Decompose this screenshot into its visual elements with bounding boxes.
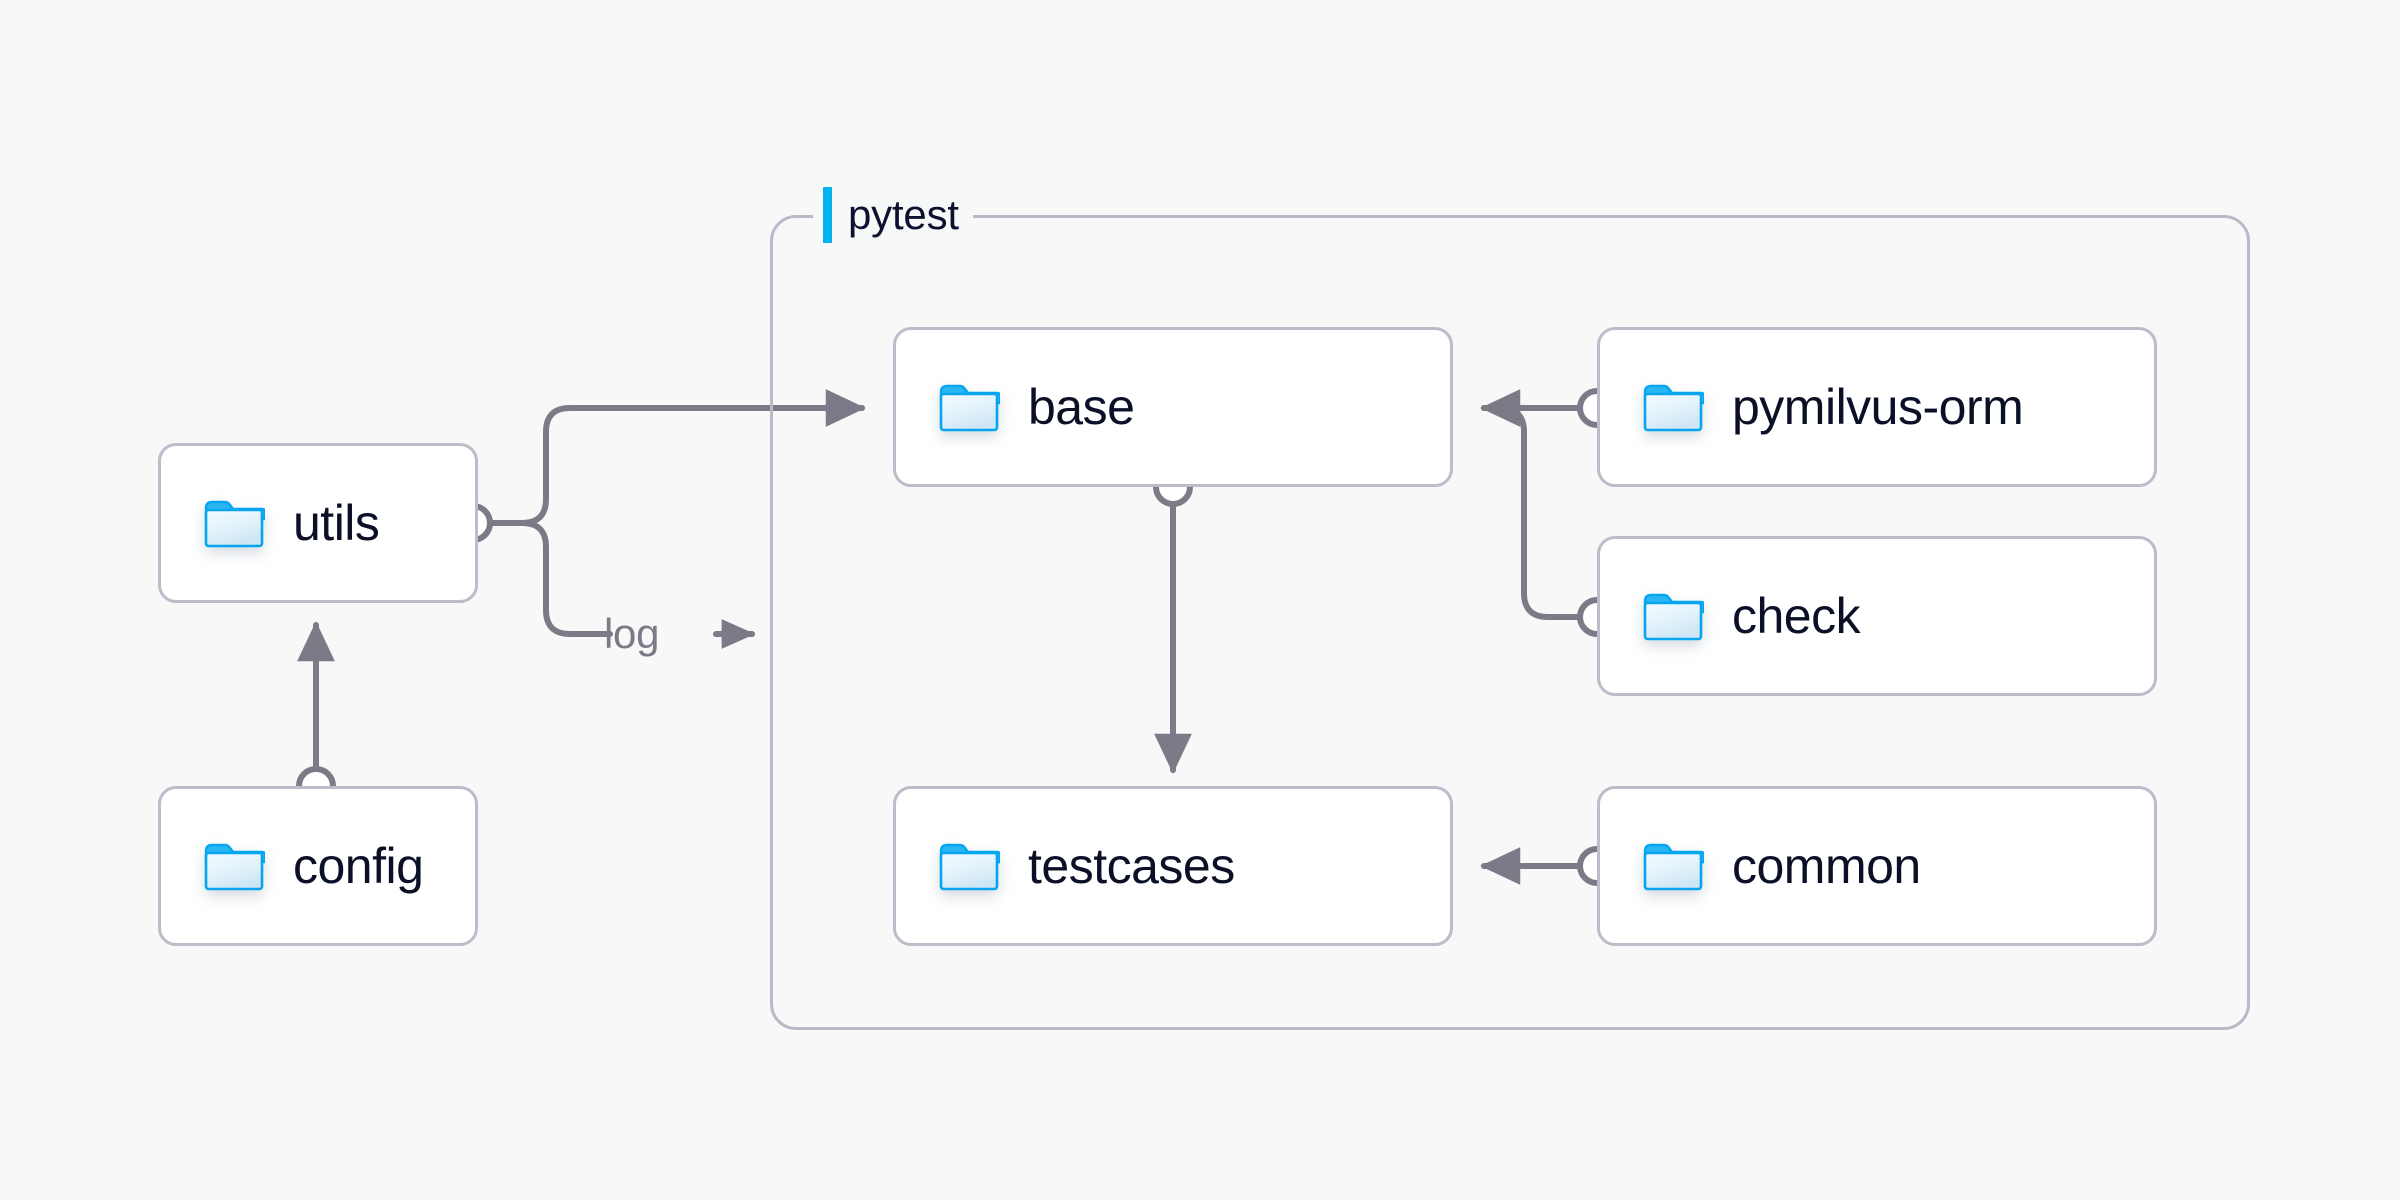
folder-icon bbox=[938, 381, 1000, 433]
folder-icon bbox=[203, 497, 265, 549]
node-config[interactable]: config bbox=[158, 786, 478, 946]
folder-icon bbox=[938, 840, 1000, 892]
node-pymilvus-orm[interactable]: pymilvus-orm bbox=[1597, 327, 2157, 487]
folder-icon bbox=[1642, 840, 1704, 892]
node-utils-label: utils bbox=[293, 495, 380, 551]
group-pytest-title: pytest bbox=[848, 191, 959, 238]
folder-icon bbox=[203, 840, 265, 892]
node-base-label: base bbox=[1028, 379, 1135, 435]
node-check[interactable]: check bbox=[1597, 536, 2157, 696]
group-pytest[interactable] bbox=[770, 215, 2250, 1030]
group-pytest-label: pytest bbox=[813, 187, 973, 243]
accent-bar-icon bbox=[823, 187, 832, 243]
node-pymilvus-orm-label: pymilvus-orm bbox=[1732, 379, 2024, 435]
edge-label-log: log bbox=[604, 610, 660, 657]
node-common-label: common bbox=[1732, 838, 1921, 894]
edge-utils-to-pytest-log bbox=[485, 520, 613, 637]
node-testcases[interactable]: testcases bbox=[893, 786, 1453, 946]
node-base[interactable]: base bbox=[893, 327, 1453, 487]
node-common[interactable]: common bbox=[1597, 786, 2157, 946]
folder-icon bbox=[1642, 590, 1704, 642]
node-utils[interactable]: utils bbox=[158, 443, 478, 603]
node-testcases-label: testcases bbox=[1028, 838, 1235, 894]
folder-icon bbox=[1642, 381, 1704, 433]
node-config-label: config bbox=[293, 838, 424, 894]
node-check-label: check bbox=[1732, 588, 1861, 644]
